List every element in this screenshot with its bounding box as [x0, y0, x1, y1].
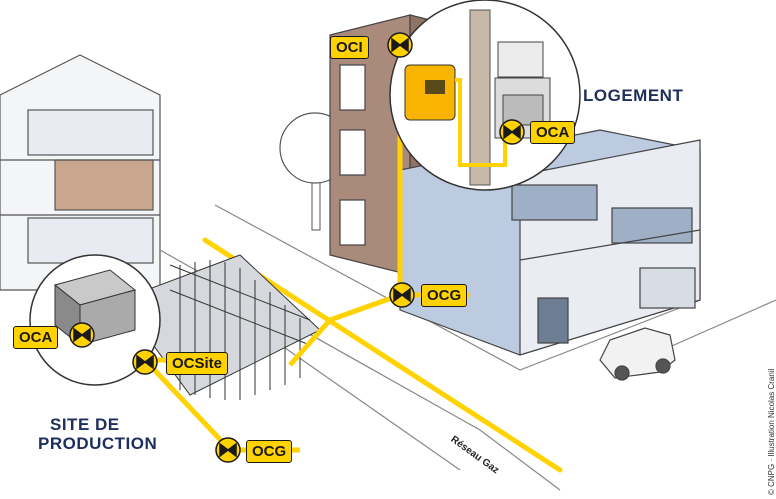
credit-text: © CNPG · Illustration Nicolas Cranil	[767, 368, 776, 495]
gas-meter-icon	[404, 64, 456, 121]
oci-label: OCI	[330, 36, 369, 59]
oca-site-label: OCA	[13, 326, 59, 349]
left-building	[0, 54, 161, 291]
logement-inset	[389, 0, 581, 191]
generator-icon	[53, 269, 137, 347]
car-icon	[599, 327, 676, 381]
site-title-line1: SITE DE	[50, 415, 120, 434]
oca-logement-label: OCA	[530, 121, 576, 144]
ocg-building-label: OCG	[421, 284, 468, 307]
ocg-site-label: OCG	[246, 440, 293, 463]
ocsite-label: OCSite	[166, 352, 229, 375]
site-title-line2: PRODUCTION	[38, 434, 158, 453]
logement-title: LOGEMENT	[583, 86, 684, 105]
valve-icon	[69, 32, 525, 463]
production-inset	[29, 254, 161, 386]
